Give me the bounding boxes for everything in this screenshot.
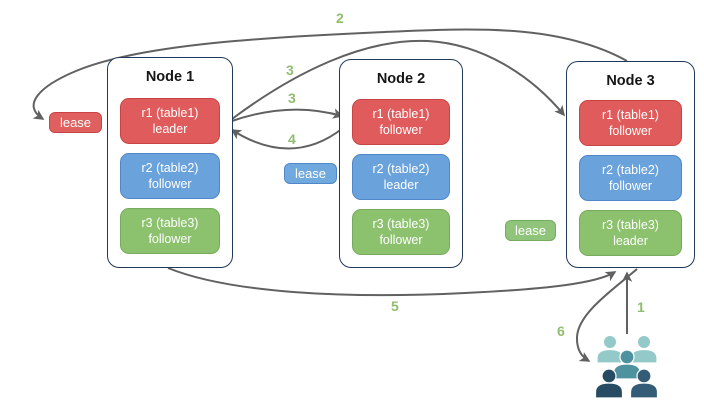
replica-range-label: r2 (table2) xyxy=(602,163,659,177)
node2-replica-r2: r2 (table2) leader xyxy=(352,154,450,200)
arrow-step4 xyxy=(230,127,344,150)
arrow-step3-to-node3 xyxy=(231,39,566,120)
replica-range-label: r1 (table1) xyxy=(141,106,199,120)
replica-range-label: r3 (table3) xyxy=(141,216,199,230)
node3-replica-r3: r3 (table3) leader xyxy=(579,210,682,256)
replica-range-label: r1 (table1) xyxy=(602,108,659,122)
node2-replica-r1: r1 (table1) follower xyxy=(352,99,450,145)
replica-role-label: leader xyxy=(152,122,188,136)
node-2: Node 2 r1 (table1) follower r2 (table2) … xyxy=(339,59,463,268)
step-label-5: 5 xyxy=(391,298,399,314)
arrow-step5 xyxy=(167,267,617,297)
replica-range-label: r2 (table2) xyxy=(141,161,199,175)
replica-role-label: follower xyxy=(379,233,423,247)
node1-replica-r2: r2 (table2) follower xyxy=(120,153,220,199)
step-label-2: 2 xyxy=(336,10,344,26)
step-label-1: 1 xyxy=(637,299,645,315)
node-1: Node 1 r1 (table1) leader r2 (table2) fo… xyxy=(107,57,233,268)
replica-role-label: follower xyxy=(608,179,653,193)
person-icon xyxy=(596,334,624,364)
replica-range-label: r1 (table1) xyxy=(372,107,430,121)
replica-role-label: leader xyxy=(383,178,419,192)
node-title: Node 1 xyxy=(145,69,195,85)
lease-badge-r1: lease xyxy=(49,112,102,133)
person-icon xyxy=(594,368,624,399)
replica-role-label: follower xyxy=(379,123,423,137)
replica-role-label: follower xyxy=(608,124,653,138)
node3-replica-r2: r2 (table2) follower xyxy=(579,155,682,201)
replica-range-label: r3 (table3) xyxy=(372,217,430,231)
replica-range-label: r2 (table2) xyxy=(372,162,430,176)
replica-role-label: follower xyxy=(148,177,192,191)
node1-replica-r1: r1 (table1) leader xyxy=(120,98,220,144)
node1-replica-r3: r3 (table3) follower xyxy=(120,208,220,254)
person-icon xyxy=(612,349,642,380)
arrow-step3-to-node2 xyxy=(231,108,344,122)
arrow-step6 xyxy=(575,268,638,362)
node-title: Node 3 xyxy=(606,73,655,89)
step-label-3b: 3 xyxy=(288,90,296,106)
replica-role-label: leader xyxy=(613,234,648,248)
step-label-4: 4 xyxy=(288,131,296,147)
replica-range-label: r3 (table3) xyxy=(602,218,659,232)
node-title: Node 2 xyxy=(376,71,426,87)
step-label-3a: 3 xyxy=(286,62,294,78)
node3-replica-r1: r1 (table1) follower xyxy=(579,100,682,146)
users-icon xyxy=(594,334,659,399)
lease-badge-r2: lease xyxy=(284,163,337,184)
person-icon xyxy=(630,334,658,364)
node-3: Node 3 r1 (table1) follower r2 (table2) … xyxy=(566,61,695,268)
replica-role-label: follower xyxy=(148,232,192,246)
arrow-step2 xyxy=(32,28,628,120)
lease-badge-r3: lease xyxy=(505,220,556,241)
step-label-6: 6 xyxy=(557,323,565,339)
node2-replica-r3: r3 (table3) follower xyxy=(352,209,450,255)
person-icon xyxy=(629,368,659,399)
